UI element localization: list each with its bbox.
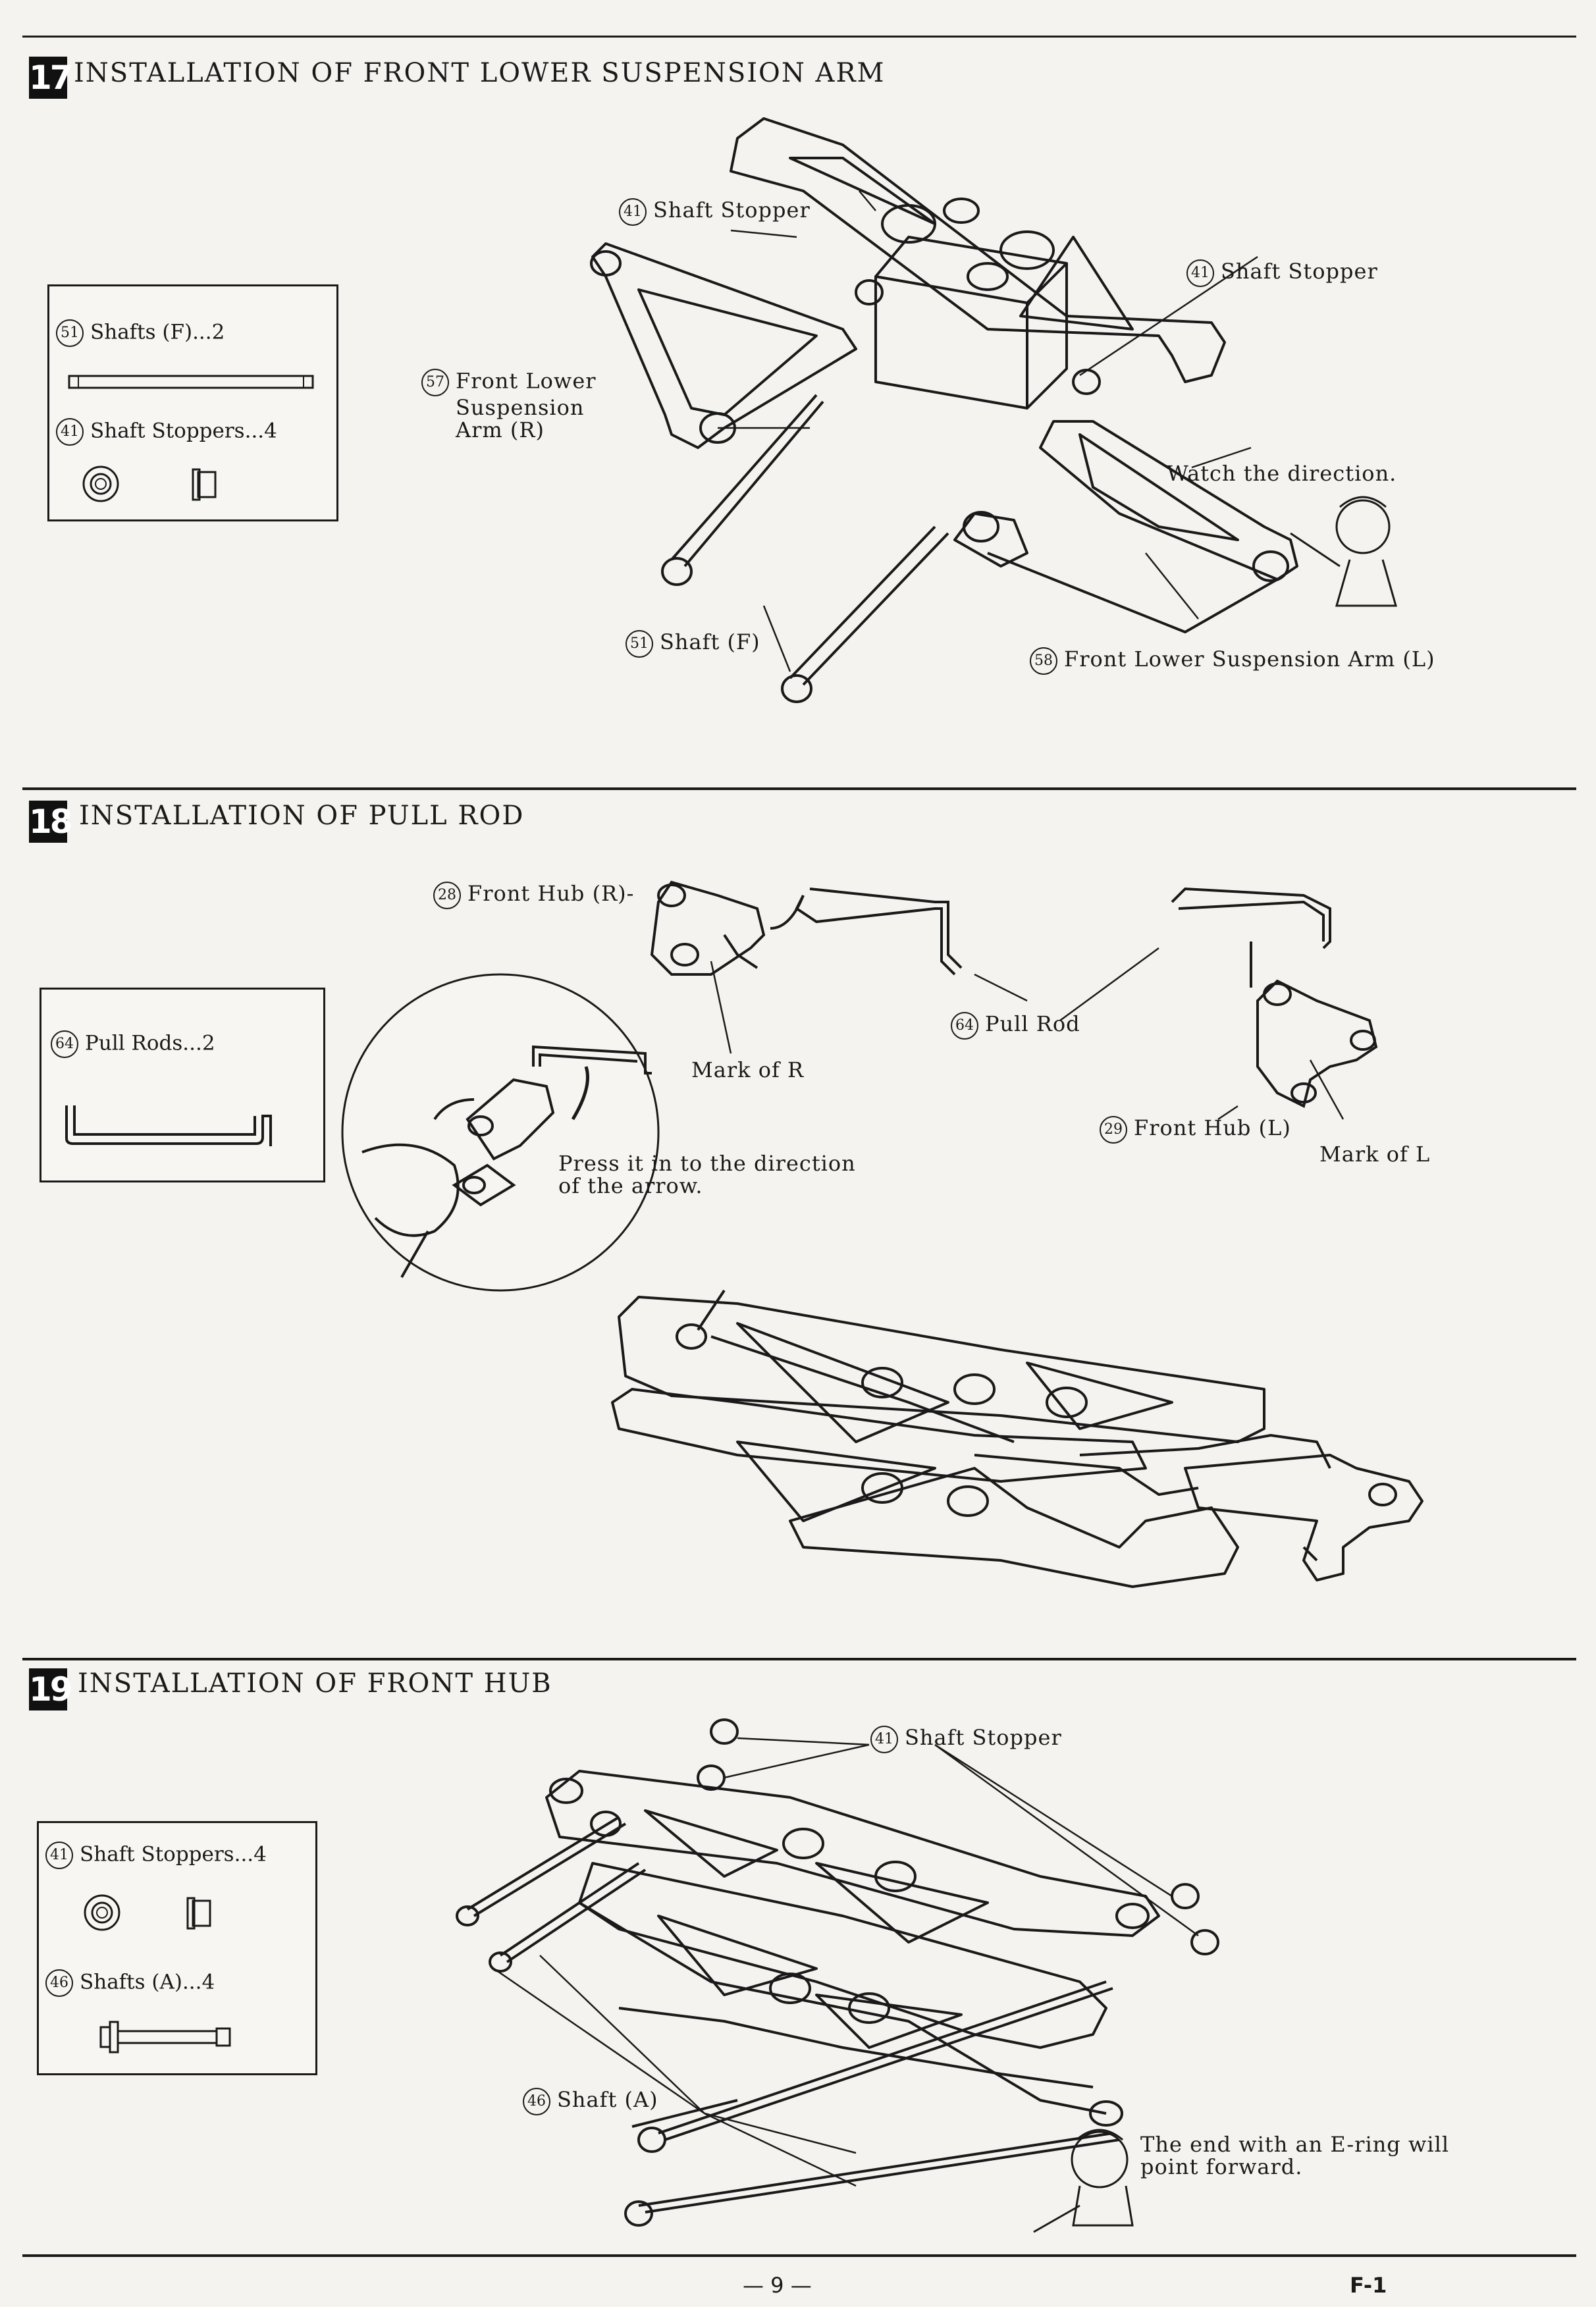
step-19-number: 19 bbox=[29, 1668, 73, 1710]
callout-text: Shaft (A) bbox=[557, 2087, 658, 2112]
magnified-detail-circle bbox=[341, 973, 660, 1292]
top-rule bbox=[22, 36, 1576, 38]
parts-box-18: 64 Pull Rods...2 bbox=[40, 988, 325, 1182]
step-17-title: INSTALLATION OF FRONT LOWER SUSPENSION A… bbox=[74, 58, 886, 88]
callout-number: 57 bbox=[421, 369, 449, 396]
callout-number: 28 bbox=[433, 881, 461, 909]
label-shaft-stopper-right: 41 Shaft Stopper bbox=[1186, 259, 1378, 287]
part-label: Shaft Stoppers...4 bbox=[90, 419, 277, 443]
mascot-figure bbox=[1033, 2129, 1134, 2233]
step-18-number: 18 bbox=[29, 801, 73, 843]
page-number: — 9 — bbox=[743, 2273, 812, 2298]
part-pull-rods: 64 Pull Rods...2 bbox=[51, 1030, 215, 1058]
step-19-title: INSTALLATION OF FRONT HUB bbox=[78, 1668, 552, 1699]
label-shaft-stopper: 41 Shaft Stopper bbox=[870, 1725, 1062, 1753]
parts-box-19: 41 Shaft Stoppers...4 46 Shafts (A)...4 bbox=[37, 1821, 317, 2075]
callout-text: Shaft Stopper bbox=[1221, 259, 1378, 284]
note-line-2: point forward. bbox=[1140, 2154, 1303, 2179]
hubs-and-rod-drawing bbox=[650, 880, 1378, 1121]
part-label: Shafts (A)...4 bbox=[80, 1970, 215, 1994]
callout-number: 64 bbox=[951, 1011, 978, 1040]
part-shafts-a: 46 Shafts (A)...4 bbox=[45, 1969, 215, 1997]
mascot-figure bbox=[1290, 496, 1397, 607]
front-hub-assembly-drawing bbox=[456, 1718, 1219, 2233]
callout-number: 58 bbox=[1030, 647, 1057, 675]
callout-text-line3: Arm (R) bbox=[456, 417, 545, 442]
callout-number: 41 bbox=[619, 198, 647, 226]
shaft-f-drawing bbox=[68, 375, 314, 389]
part-number-46: 46 bbox=[45, 1969, 73, 1997]
shaft-a-drawing bbox=[99, 2021, 231, 2054]
part-number-51: 51 bbox=[56, 319, 84, 347]
callout-text: Shaft Stopper bbox=[905, 1725, 1062, 1750]
part-number-41: 41 bbox=[56, 418, 84, 446]
callout-number: 41 bbox=[1186, 259, 1214, 287]
label-front-lower-arm-l: 58 Front Lower Suspension Arm (L) bbox=[1030, 647, 1435, 675]
label-mark-of-l: Mark of L bbox=[1319, 1142, 1431, 1167]
note-line-2: of the arrow. bbox=[558, 1173, 703, 1198]
label-mark-of-r: Mark of R bbox=[691, 1057, 805, 1082]
callout-text: Pull Rod bbox=[985, 1011, 1080, 1036]
callout-text-line2: Suspension bbox=[456, 395, 585, 420]
callout-text: Front Lower bbox=[456, 368, 597, 394]
step-18-title: INSTALLATION OF PULL ROD bbox=[79, 801, 525, 831]
part-label: Shafts (F)...2 bbox=[90, 320, 225, 344]
bottom-rule bbox=[22, 2254, 1576, 2257]
callout-number: 46 bbox=[523, 2087, 550, 2115]
label-shaft-f: 51 Shaft (F) bbox=[625, 629, 760, 658]
callout-text: Shaft (F) bbox=[660, 629, 760, 654]
section-19-rule bbox=[22, 1658, 1576, 1660]
label-shaft-a: 46 Shaft (A) bbox=[523, 2087, 658, 2115]
part-number-41: 41 bbox=[45, 1842, 73, 1869]
callout-number: 29 bbox=[1100, 1115, 1127, 1144]
part-shaft-stoppers: 41 Shaft Stoppers...4 bbox=[45, 1842, 267, 1869]
callout-text: Front Hub (L) bbox=[1134, 1115, 1291, 1140]
callout-text: Front Lower Suspension Arm (L) bbox=[1064, 647, 1435, 672]
callout-text: Front Hub (R)- bbox=[467, 881, 635, 906]
section-18-rule bbox=[22, 787, 1576, 790]
shaft-stopper-drawing bbox=[84, 1894, 211, 1931]
pull-rod-drawing bbox=[65, 1105, 272, 1146]
label-front-lower-arm-r: 57 Front Lower Suspension Arm (R) bbox=[421, 369, 597, 441]
note-line-1: The end with an E-ring will bbox=[1140, 2132, 1450, 2157]
page-code: F-1 bbox=[1350, 2273, 1387, 2298]
note-line-1: Press it in to the direction bbox=[558, 1151, 856, 1176]
part-label: Pull Rods...2 bbox=[85, 1031, 215, 1055]
label-e-ring-note: The end with an E-ring will point forwar… bbox=[1140, 2133, 1449, 2178]
callout-number: 51 bbox=[625, 629, 653, 658]
callout-number: 41 bbox=[870, 1725, 898, 1753]
shaft-stopper-drawing bbox=[82, 465, 217, 502]
part-number-64: 64 bbox=[51, 1030, 78, 1058]
label-watch-direction: Watch the direction. bbox=[1167, 461, 1397, 486]
label-front-hub-l: 29 Front Hub (L) bbox=[1100, 1115, 1291, 1144]
assembled-pull-rod-drawing bbox=[611, 1289, 1423, 1588]
callout-text: Shaft Stopper bbox=[653, 198, 811, 223]
part-label: Shaft Stoppers...4 bbox=[80, 1842, 267, 1867]
label-pull-rod: 64 Pull Rod bbox=[951, 1011, 1080, 1040]
label-press-direction: Press it in to the direction of the arro… bbox=[558, 1152, 856, 1197]
step-17-number: 17 bbox=[29, 57, 73, 99]
front-lower-arm-assembly-drawing bbox=[590, 117, 1397, 703]
